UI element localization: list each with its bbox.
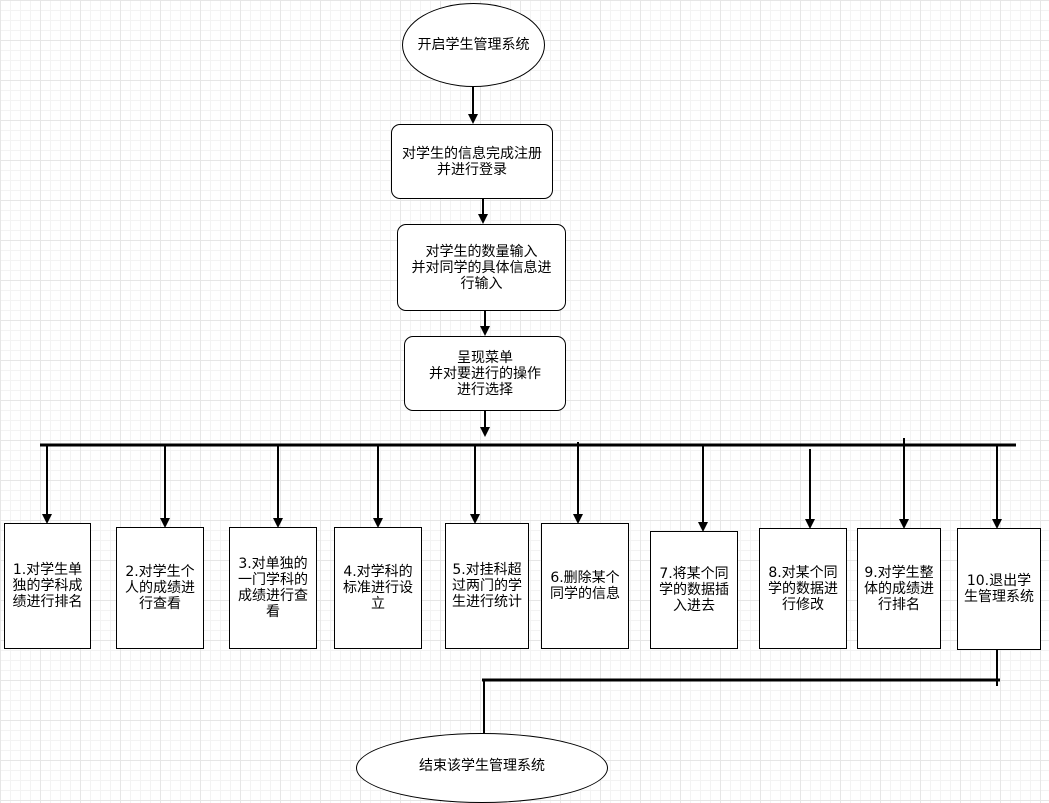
input-node: 对学生的数量输入 并对同学的具体信息进 行输入 [397, 224, 566, 311]
end-node: 结束该学生管理系统 [356, 733, 608, 803]
option-node-8: 8.对某个同 学的数据进 行修改 [759, 528, 847, 649]
option-node-7: 7.将某个同 学的数据插 入进去 [650, 531, 738, 649]
option-node-10: 10.退出学 生管理系统 [957, 528, 1041, 650]
option-node-3: 3.对单独的 一门学科的 成绩进行查 看 [229, 527, 317, 649]
start-node: 开启学生管理系统 [402, 3, 545, 87]
option-node-1: 1.对学生单 独的学科成 绩进行排名 [4, 523, 91, 649]
option-node-6: 6.删除某个 同学的信息 [541, 523, 629, 649]
option-node-4: 4.对学科的 标准进行设 立 [334, 527, 422, 649]
option-node-9: 9.对学生整 体的成绩进 行排名 [857, 528, 941, 649]
register-node: 对学生的信息完成注册 并进行登录 [391, 124, 553, 199]
option-node-5: 5.对挂科超 过两门的学 生进行统计 [445, 523, 529, 649]
menu-node: 呈现菜单 并对要进行的操作 进行选择 [404, 336, 566, 411]
option-node-2: 2.对学生个 人的成绩进 行查看 [116, 527, 204, 649]
